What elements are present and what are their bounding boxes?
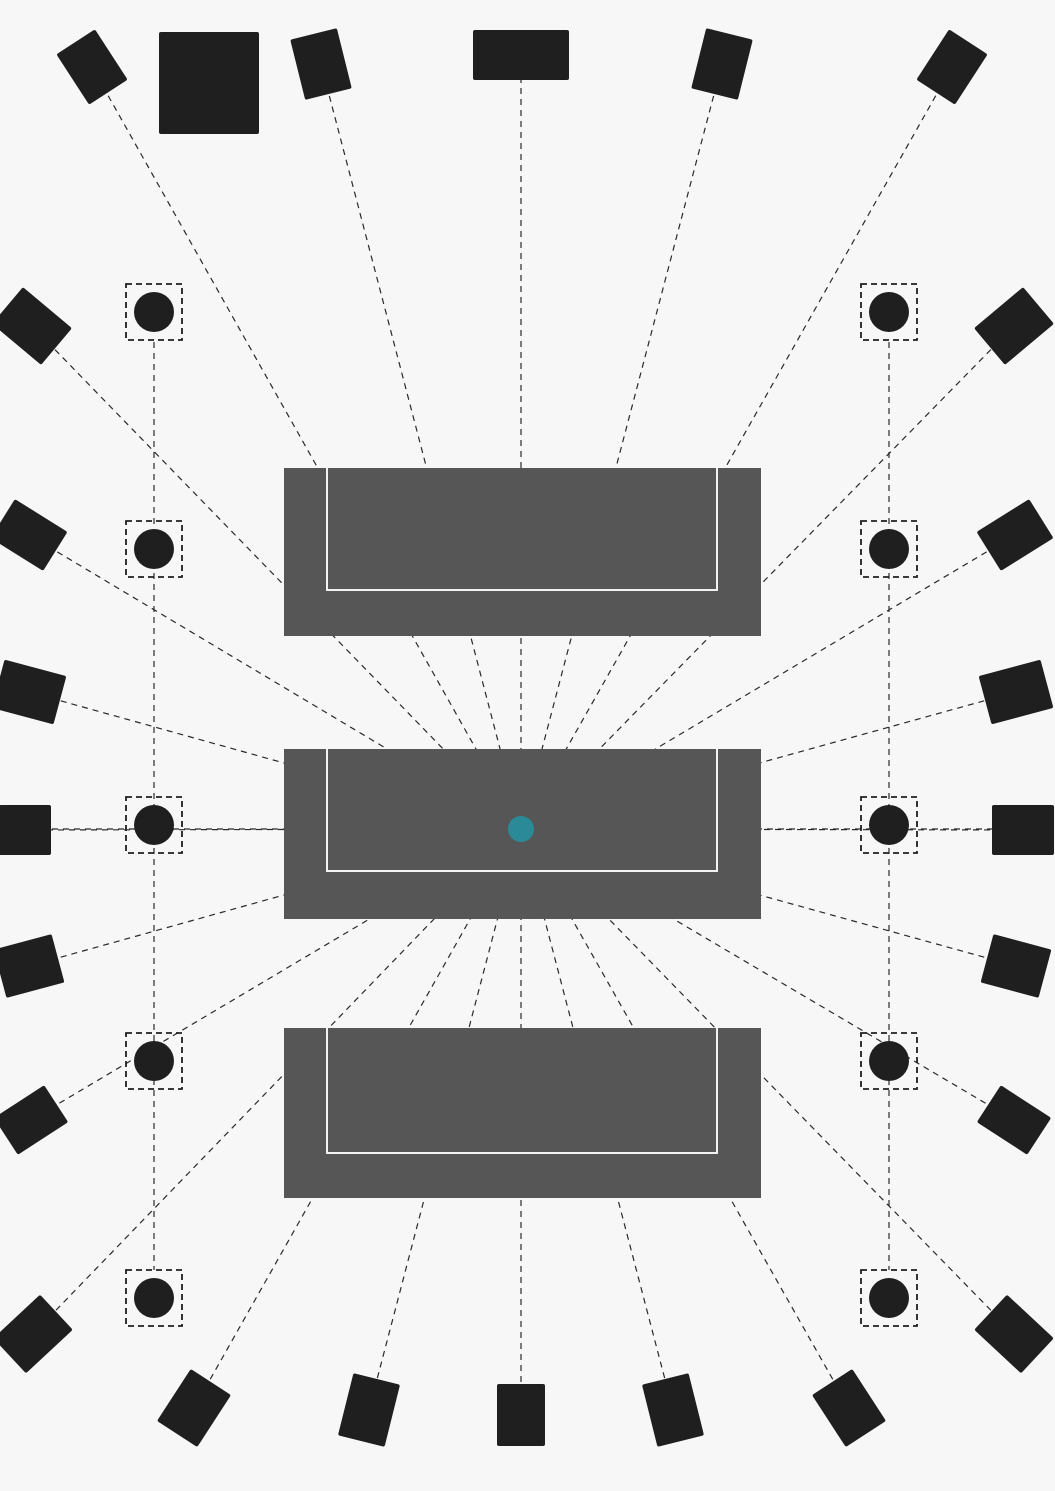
- sightline-ray: [520, 691, 1017, 830]
- seating-row-outline: [326, 749, 718, 872]
- subwoofer: [125, 520, 183, 578]
- speaker: [975, 1295, 1053, 1373]
- speaker: [0, 1085, 68, 1155]
- seating-row-block: [284, 1028, 761, 1198]
- subwoofer-dot: [134, 805, 174, 845]
- speaker: [159, 32, 259, 134]
- subwoofer-frame: [860, 1269, 918, 1327]
- speaker: [0, 660, 66, 724]
- speaker: [992, 805, 1054, 855]
- speaker: [642, 1373, 704, 1447]
- sightline-ray: [520, 828, 1017, 967]
- speaker: [0, 805, 51, 855]
- subwoofer-dot: [134, 292, 174, 332]
- speaker: [917, 30, 987, 104]
- seating-rows-layer: [284, 468, 761, 1198]
- subwoofer: [125, 283, 183, 341]
- seating-row-block: [284, 468, 761, 636]
- subwoofer-frame: [860, 796, 918, 854]
- seating-row-outline: [326, 468, 718, 591]
- subwoofer: [125, 1269, 183, 1327]
- subwoofer: [860, 283, 918, 341]
- subwoofer-frame: [860, 520, 918, 578]
- listener-position: [508, 816, 534, 842]
- speaker: [981, 934, 1051, 998]
- subwoofer: [860, 1269, 918, 1327]
- sightline-ray: [520, 325, 1015, 830]
- sightline-ray: [24, 828, 522, 831]
- speaker: [0, 499, 67, 571]
- speaker: [812, 1369, 886, 1447]
- subwoofer-frame: [860, 1032, 918, 1090]
- speaker: [497, 1384, 545, 1446]
- subwoofer-dot: [869, 1041, 909, 1081]
- sightline-ray: [520, 66, 953, 830]
- speaker: [979, 660, 1053, 724]
- sightline-ray: [520, 63, 723, 830]
- subwoofer: [125, 796, 183, 854]
- speaker: [473, 30, 569, 80]
- subwoofer: [125, 1032, 183, 1090]
- subwoofer: [860, 796, 918, 854]
- rays-layer: [24, 55, 1024, 1415]
- speaker: [157, 1369, 231, 1447]
- sightline-ray: [31, 325, 522, 830]
- seating-row-3: [284, 1028, 761, 1198]
- speaker: [290, 28, 352, 100]
- speaker: [0, 1295, 72, 1373]
- subwoofer-dot: [869, 292, 909, 332]
- subwoofer-frame: [125, 1269, 183, 1327]
- subwoofer-frame: [125, 283, 183, 341]
- sightline-ray: [320, 63, 522, 830]
- speaker: [0, 934, 64, 998]
- sightline-ray: [28, 828, 522, 967]
- subwoofer-dot: [869, 805, 909, 845]
- speaker: [0, 287, 72, 365]
- subwoofer-dot: [869, 1278, 909, 1318]
- speaker: [977, 1085, 1051, 1155]
- subwoofer-frame: [125, 1032, 183, 1090]
- sightline-ray: [28, 691, 522, 830]
- subwoofer-dot: [134, 529, 174, 569]
- sightline-ray: [91, 66, 522, 830]
- subwoofer-frame: [125, 796, 183, 854]
- subwoofers-layer: [125, 283, 918, 1327]
- subwoofer-dot: [869, 529, 909, 569]
- subwoofer-dot: [134, 1041, 174, 1081]
- speaker: [977, 499, 1053, 571]
- seating-row-1: [284, 468, 761, 636]
- speaker: [974, 287, 1054, 365]
- subwoofer-frame: [125, 520, 183, 578]
- seating-row-outline: [326, 1028, 718, 1154]
- subwoofer-dot: [134, 1278, 174, 1318]
- sightline-ray: [520, 534, 1016, 830]
- speaker: [57, 30, 127, 104]
- subwoofer: [860, 1032, 918, 1090]
- subwoofer-frame: [860, 283, 918, 341]
- speaker: [691, 28, 753, 100]
- listener-layer: [508, 816, 534, 842]
- subwoofer: [860, 520, 918, 578]
- speakers-layer: [0, 28, 1054, 1447]
- speaker: [338, 1373, 400, 1447]
